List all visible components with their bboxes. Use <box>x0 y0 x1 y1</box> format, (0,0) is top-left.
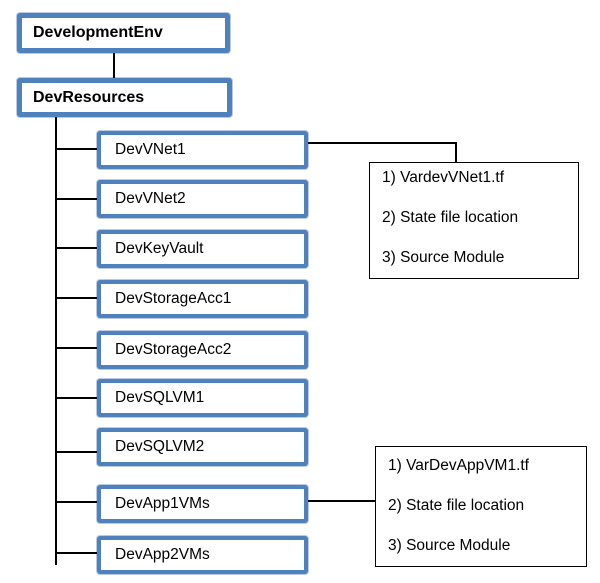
node-devsqlvm1: DevSQLVM1 <box>97 379 308 417</box>
annotation-line: 2) State file location <box>388 497 525 514</box>
connector-trunk-to-devkeyvault <box>55 247 97 249</box>
connector-trunk-to-devstorageacc2 <box>55 347 97 349</box>
node-devstorageacc1: DevStorageAcc1 <box>97 280 308 318</box>
node-devvnet1: DevVNet1 <box>97 131 308 169</box>
node-label: DevSQLVM1 <box>115 389 205 406</box>
annotation-line: 1) VarDevAppVM1.tf <box>388 457 529 474</box>
node-devsqlvm2: DevSQLVM2 <box>97 428 308 466</box>
connector-trunk-to-devstorageacc1 <box>55 297 97 299</box>
connector-trunk <box>55 117 57 565</box>
node-devresources: DevResources <box>17 78 232 117</box>
node-label: DevSQLVM2 <box>115 438 205 455</box>
connector-trunk-to-devvnet1 <box>55 148 97 150</box>
connector-trunk-to-devsqlvm1 <box>55 397 97 399</box>
connector-devvnet1-to-annotation <box>308 142 456 144</box>
annotation-line: 3) Source Module <box>388 537 511 554</box>
node-label: DevApp1VMs <box>115 495 210 512</box>
connector-root-to-group <box>113 53 115 78</box>
annotation-line: 1) VardevVNet1.tf <box>382 169 505 186</box>
annotation-line: 3) Source Module <box>382 249 505 266</box>
node-label: DevVNet2 <box>115 190 186 207</box>
node-label: DevKeyVault <box>115 240 204 257</box>
node-label: DevResources <box>33 88 145 106</box>
node-devvnet2: DevVNet2 <box>97 180 308 218</box>
annotation-box-devvnet1: 1) VardevVNet1.tf 2) State file location… <box>369 162 579 279</box>
annotation-box-devapp1vms: 1) VarDevAppVM1.tf 2) State file locatio… <box>375 446 587 567</box>
connector-trunk-to-devsqlvm2 <box>55 451 97 453</box>
node-label: DevStorageAcc1 <box>115 290 232 307</box>
connector-trunk-to-devapp2vms <box>55 552 97 554</box>
connector-devapp1vms-to-annotation <box>308 500 375 502</box>
annotation-line: 2) State file location <box>382 209 519 226</box>
connector-trunk-to-devvnet2 <box>55 198 97 200</box>
node-label: DevVNet1 <box>115 141 186 158</box>
node-devapp2vms: DevApp2VMs <box>97 536 308 574</box>
node-label: DevApp2VMs <box>115 546 210 563</box>
connector-devvnet1-annotation-drop <box>455 142 457 162</box>
node-developmentenv: DevelopmentEnv <box>17 13 230 53</box>
node-devapp1vms: DevApp1VMs <box>97 485 308 523</box>
node-devstorageacc2: DevStorageAcc2 <box>97 331 308 369</box>
node-label: DevelopmentEnv <box>33 24 163 41</box>
connector-trunk-to-devapp1vms <box>55 501 97 503</box>
node-label: DevStorageAcc2 <box>115 341 232 358</box>
node-devkeyvault: DevKeyVault <box>97 230 308 268</box>
